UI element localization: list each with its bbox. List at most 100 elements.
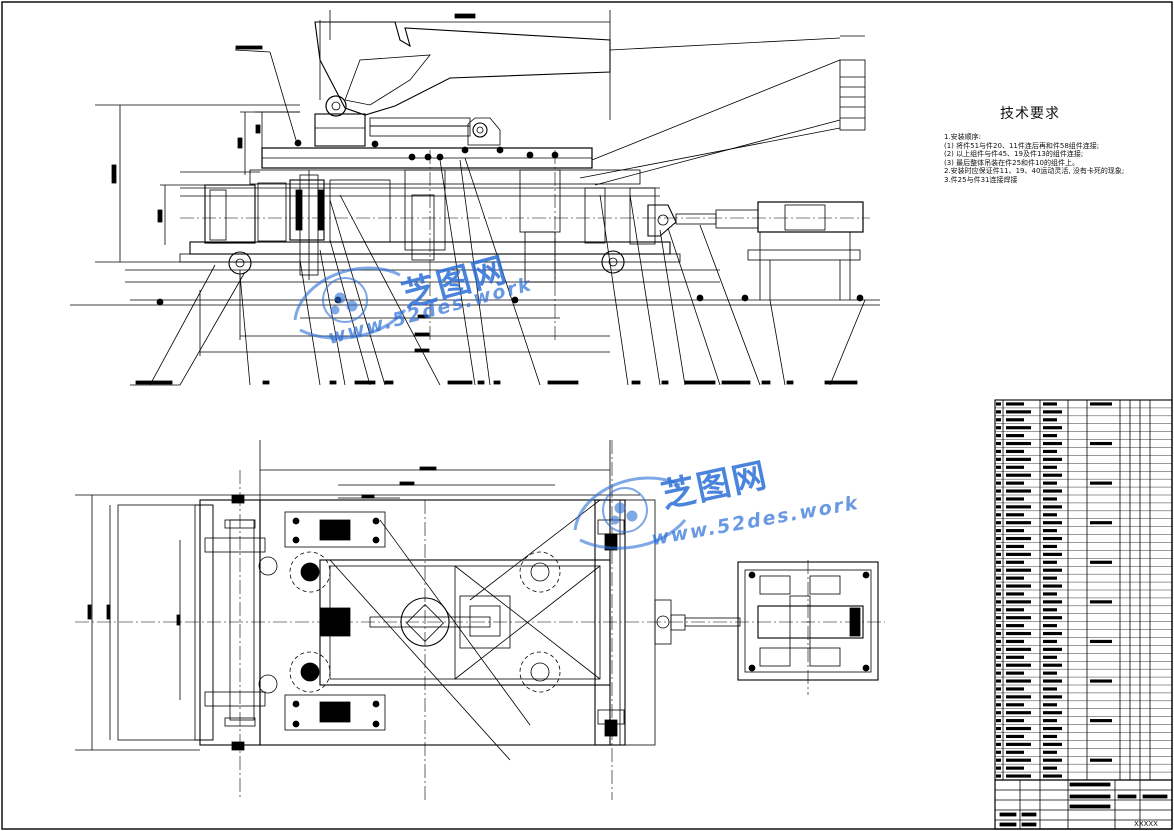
parts-row-text <box>996 639 1001 644</box>
parts-row-text <box>1043 639 1057 644</box>
parts-row-text <box>1090 600 1112 604</box>
parts-row-text <box>996 671 1001 675</box>
parts-row-text <box>1006 703 1024 707</box>
parts-row-text <box>1006 679 1031 683</box>
parts-row-text <box>1090 758 1112 762</box>
parts-row-text <box>996 616 1001 620</box>
watermark-logo-icon <box>293 266 407 340</box>
parts-row-text <box>1043 663 1062 667</box>
parts-row-text <box>1006 465 1024 469</box>
parts-row-text <box>1043 521 1062 525</box>
parts-row-text <box>1006 600 1031 604</box>
parts-row-text <box>1043 513 1057 517</box>
parts-row-text <box>1006 624 1024 628</box>
parts-row-text <box>1043 600 1062 604</box>
parts-row-text <box>1006 616 1031 620</box>
parts-row-text <box>996 473 1001 477</box>
parts-row-text <box>996 711 1001 715</box>
parts-row-text <box>996 576 1001 580</box>
parts-row-text <box>996 552 1001 556</box>
parts-row-text <box>996 449 1001 454</box>
parts-row-text <box>1043 560 1057 564</box>
title-block <box>994 779 1173 830</box>
parts-row-text <box>1043 576 1057 580</box>
parts-row-text <box>1043 449 1057 454</box>
parts-row-text <box>996 687 1001 691</box>
watermark-logo-icon <box>573 476 687 550</box>
parts-row-text <box>1006 560 1024 564</box>
parts-row-text <box>1043 592 1057 596</box>
parts-row-text <box>1043 616 1062 620</box>
parts-row-text <box>1043 402 1057 406</box>
parts-row-text <box>996 608 1001 612</box>
parts-row-text <box>996 600 1001 604</box>
parts-row-text <box>1006 481 1024 485</box>
parts-row-text <box>1006 584 1031 588</box>
parts-row-text <box>1043 505 1062 509</box>
drawing-code: XXXXX <box>1134 820 1158 828</box>
parts-row-text <box>1043 631 1062 636</box>
parts-row-text <box>1043 719 1057 723</box>
parts-row-text <box>996 592 1001 596</box>
parts-row-text <box>1006 695 1031 699</box>
parts-row-text <box>996 465 1001 469</box>
parts-row-text <box>1006 647 1031 651</box>
parts-row-text <box>1090 679 1112 683</box>
parts-row-text <box>996 521 1001 525</box>
parts-row-text <box>1006 742 1031 746</box>
parts-row-text <box>1006 734 1024 739</box>
parts-row-text <box>1043 695 1062 699</box>
parts-row-text <box>1043 608 1057 612</box>
parts-row-text <box>996 457 1001 461</box>
parts-row-text <box>1006 521 1031 525</box>
parts-row-text <box>996 774 1001 778</box>
parts-row-text <box>1090 719 1112 723</box>
parts-row-text <box>1043 624 1057 628</box>
requirement-line: 1.安装顺序: <box>944 133 982 141</box>
parts-row-text <box>1006 513 1024 517</box>
parts-row-text <box>1006 536 1031 541</box>
parts-row-text <box>996 742 1001 746</box>
parts-row-text <box>1006 441 1031 446</box>
parts-row-text <box>1043 552 1062 556</box>
parts-row-text <box>996 766 1001 770</box>
parts-row-text <box>1043 774 1062 778</box>
parts-row-text <box>1006 766 1024 770</box>
parts-row-text <box>1043 473 1062 477</box>
parts-row-text <box>996 481 1001 485</box>
parts-row-text <box>996 418 1001 422</box>
parts-row-text <box>1043 726 1062 731</box>
parts-row-text <box>1043 679 1062 683</box>
parts-row-text <box>996 489 1001 493</box>
requirement-line: 3.件25与件31连接焊接 <box>944 175 1018 184</box>
parts-row-text <box>1006 449 1024 454</box>
parts-row-text <box>996 402 1001 406</box>
technical-requirements-title: 技术要求 <box>1000 106 1060 122</box>
parts-row-text <box>1006 655 1024 659</box>
requirement-line: (1) 将件51与件20、11件连后再和件58组件连接; <box>944 141 1100 150</box>
parts-row-text <box>996 434 1001 438</box>
parts-row-text <box>996 655 1001 659</box>
parts-row-text <box>1090 441 1112 446</box>
parts-row-text <box>1043 703 1057 707</box>
plan-view <box>75 440 885 800</box>
parts-row-text <box>996 426 1001 430</box>
parts-row-text <box>996 695 1001 699</box>
parts-row-text <box>1006 750 1024 754</box>
parts-row-text <box>1006 568 1031 572</box>
parts-row-text <box>996 544 1001 549</box>
parts-row-text <box>1043 489 1062 493</box>
parts-row-text <box>996 505 1001 509</box>
parts-row-text <box>1043 497 1057 501</box>
parts-row-text <box>1006 544 1024 549</box>
parts-row-text <box>1043 536 1062 541</box>
parts-row-text <box>1006 426 1031 430</box>
front-view <box>70 10 880 386</box>
parts-row-text <box>1043 544 1057 549</box>
parts-list-table <box>994 399 1173 781</box>
parts-row-text <box>1006 631 1031 636</box>
parts-row-text <box>996 560 1001 564</box>
parts-row-text <box>996 536 1001 541</box>
parts-row-text <box>1006 418 1024 422</box>
parts-row-text <box>1090 481 1112 485</box>
